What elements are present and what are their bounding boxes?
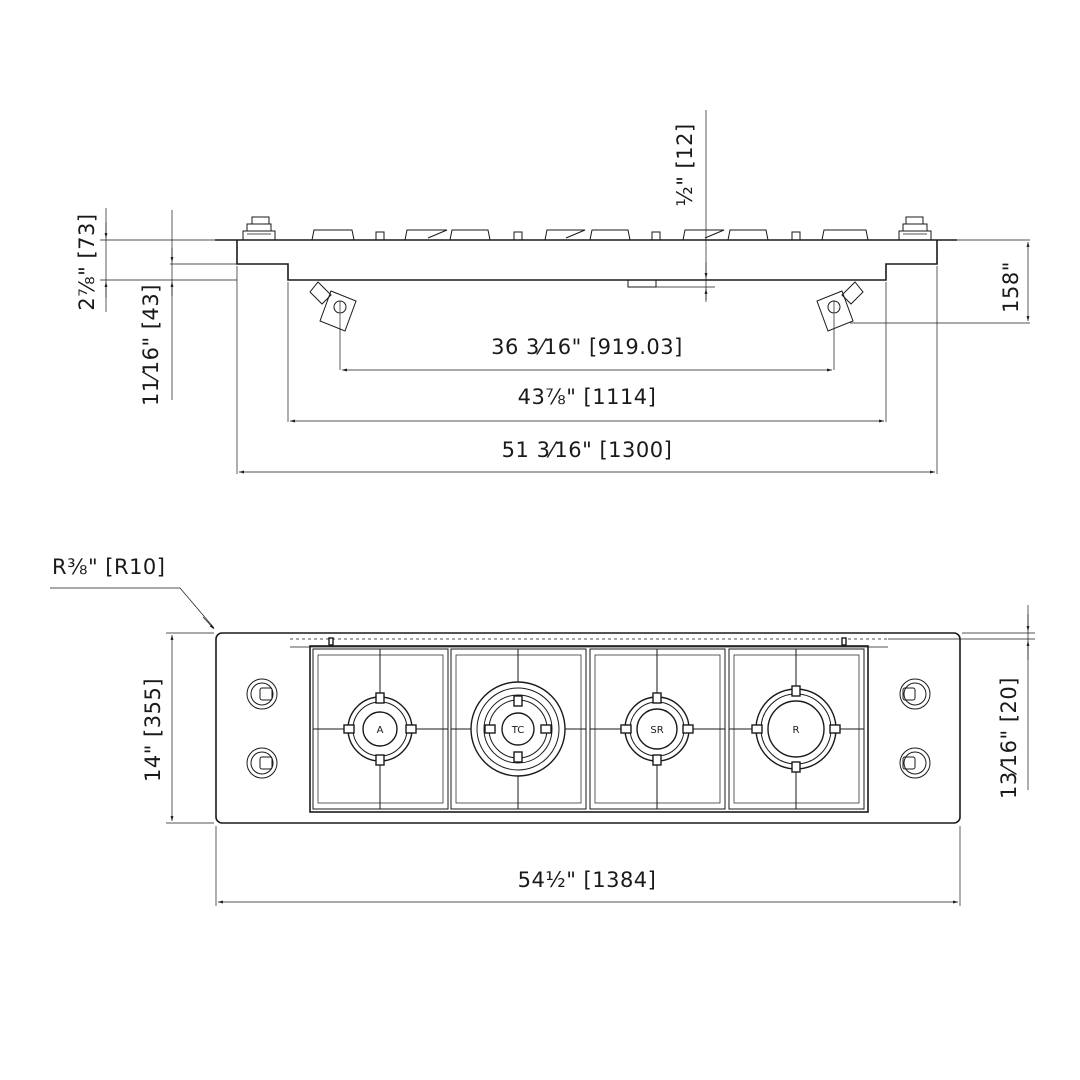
top-extension-lines [50,587,1035,906]
dim-edge-offset: 13⁄16" [20] [997,677,1021,799]
dim-top-height: ½" [12] [673,123,697,206]
control-knob-left-top [246,678,278,710]
burner-r: R [751,685,841,773]
burner-label-a: A [377,725,384,736]
cooktop-body [236,240,938,281]
burner-label-tc: TC [511,725,525,736]
control-knob-right-bottom [899,747,931,779]
dim-overall-width: 54½" [1384] [518,868,657,892]
valve-fitting-left [309,281,357,332]
burner-label-r: R [793,725,800,736]
burner-a: A [343,692,417,766]
grate-feet [311,229,869,241]
burner-label-sr: SR [650,725,663,736]
side-view: 36 3⁄16" [919.03] 43⅞" [1114] 51 3⁄16" [… [75,110,1030,474]
side-extension-lines [100,239,1030,474]
valve-fitting-right [816,281,864,332]
dim-knob-offset: 11⁄16" [43] [139,284,163,406]
cooktop-outline [215,632,961,824]
side-knob-left [242,216,276,241]
burner-tc: TC [470,681,566,777]
dim-depth: 158" [999,261,1023,313]
dim-overall-height: 2⅞" [73] [75,213,99,310]
control-knob-right-top [899,678,931,710]
dim-spacing-inner: 36 3⁄16" [919.03] [491,335,683,359]
burner-sr: SR [620,692,694,766]
dim-corner-radius: R⅜" [R10] [52,555,165,579]
side-dimension-lines [104,110,1030,474]
control-knob-left-bottom [246,747,278,779]
dim-top-depth: 14" [355] [141,678,165,782]
top-dimension-lines [170,605,1030,904]
dim-width-body: 51 3⁄16" [1300] [502,438,673,462]
side-knob-right [898,216,932,241]
top-view: A TC SR [50,555,1035,906]
grate-area [309,645,869,813]
dim-spacing-mid: 43⅞" [1114] [518,385,657,409]
gas-inlet-nub [627,279,657,288]
